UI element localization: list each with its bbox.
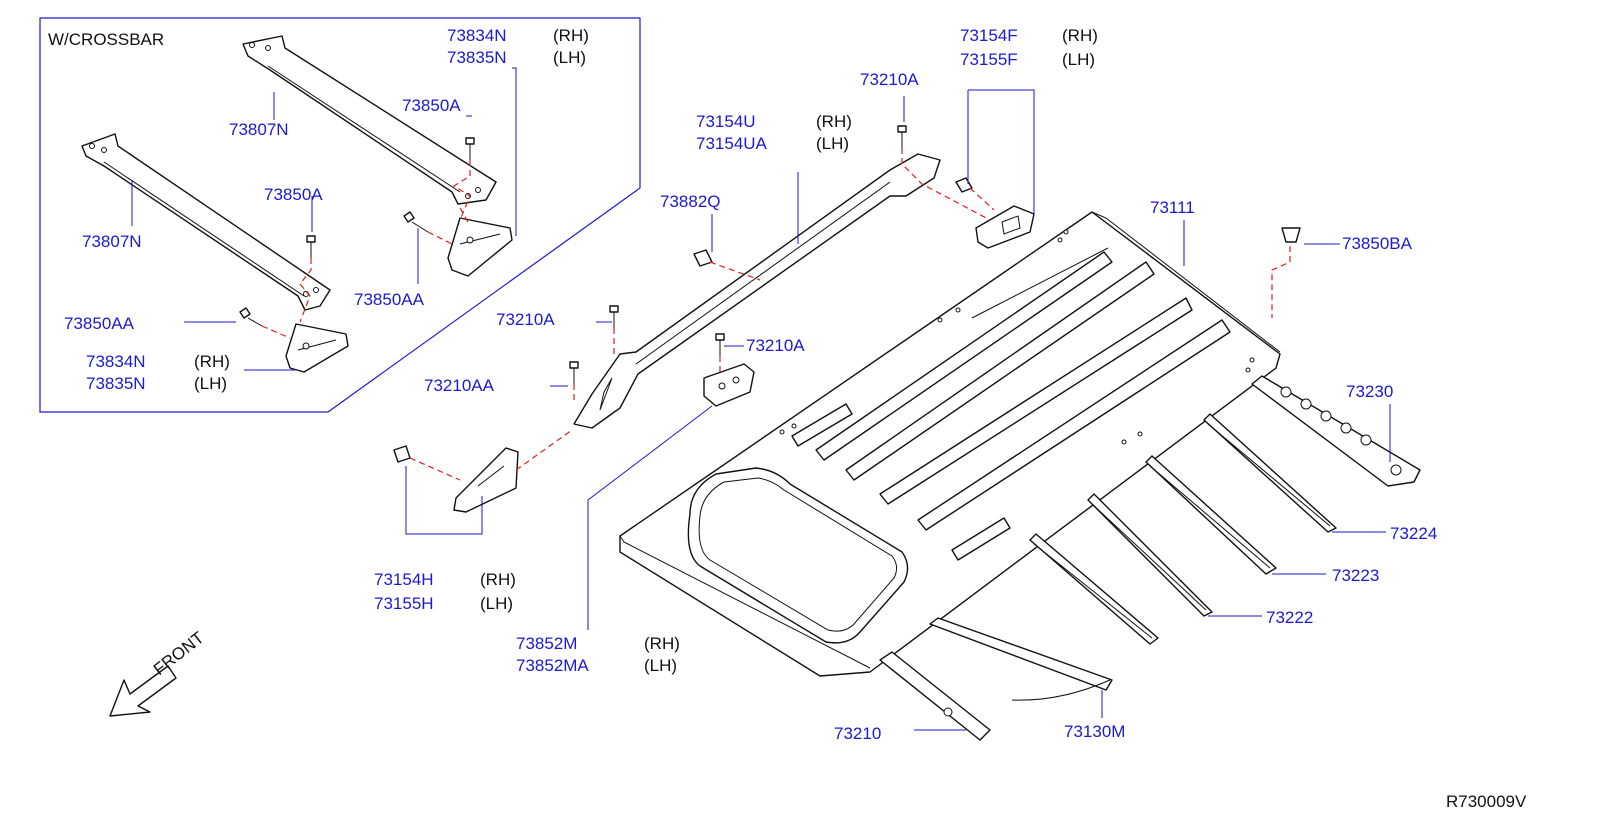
label-73834N-bottom-side: (RH) — [194, 352, 230, 371]
label-73850AA-lower: 73850AA — [64, 314, 134, 333]
label-73210: 73210 — [834, 724, 882, 743]
label-73154H: 73154H — [374, 570, 434, 589]
label-73222: 73222 — [1266, 608, 1314, 627]
label-73852MA-side: (LH) — [644, 656, 678, 675]
label-73154U-side: (RH) — [816, 112, 852, 131]
sunroof-frame-73130M — [929, 617, 1113, 701]
label-73850A-lower: 73850A — [264, 185, 323, 204]
label-73154UA-side: (LH) — [816, 134, 850, 153]
roof-bow-73223 — [1145, 455, 1277, 575]
label-73155F-side: (LH) — [1062, 50, 1096, 69]
label-73210A-top: 73210A — [860, 70, 919, 89]
roof-bow-73222 — [1087, 493, 1213, 617]
label-73130M: 73130M — [1064, 722, 1126, 741]
roof-bow-73230 — [1251, 375, 1421, 487]
label-73223: 73223 — [1332, 566, 1380, 585]
label-73155H-side: (LH) — [480, 594, 514, 613]
footer-code: R730009V — [1446, 792, 1527, 811]
label-73210A-left: 73210A — [496, 310, 555, 329]
label-73852M: 73852M — [516, 634, 578, 653]
label-73111: 73111 — [1150, 198, 1195, 217]
crossbar-inset-frame — [39, 17, 641, 413]
label-73154U: 73154U — [696, 112, 756, 131]
crossbar-upper — [242, 35, 497, 205]
roof-bow-73222b — [1029, 533, 1159, 645]
label-73882Q: 73882Q — [660, 192, 721, 211]
label-73210AA: 73210AA — [424, 376, 494, 395]
label-73834N-bottom: 73834N — [86, 352, 146, 371]
label-73835N-bottom: 73835N — [86, 374, 146, 393]
front-arrow-icon — [109, 665, 177, 717]
crossbar-lower — [81, 133, 331, 311]
label-73807N-upper: 73807N — [229, 120, 289, 139]
label-73835N-bottom-side: (LH) — [194, 374, 228, 393]
crossbar-bracket-upper — [447, 217, 513, 277]
label-73154UA: 73154UA — [696, 134, 767, 153]
label-73154F-side: (RH) — [1062, 26, 1098, 45]
label-73224: 73224 — [1390, 524, 1438, 543]
label-73154H-side: (RH) — [480, 570, 516, 589]
label-73850AA-upper: 73850AA — [354, 290, 424, 309]
roof-panel — [619, 211, 1281, 677]
rail-spacer — [703, 363, 755, 407]
roof-rail — [573, 153, 941, 429]
rail-fasteners — [393, 125, 1301, 463]
front-roof-rail-73210 — [879, 651, 991, 741]
roof-bow-73224 — [1203, 413, 1337, 533]
front-end-cover — [453, 447, 519, 513]
label-73834N-top: 73834N — [447, 26, 507, 45]
label-73850BA: 73850BA — [1342, 234, 1412, 253]
crossbar-bracket-lower — [285, 323, 349, 373]
crossbar-bolts — [239, 137, 475, 327]
rear-end-cover — [975, 205, 1035, 249]
label-73835N-top: 73835N — [447, 48, 507, 67]
label-73230: 73230 — [1346, 382, 1394, 401]
label-73155F: 73155F — [960, 50, 1018, 69]
label-73835N-top-side: (LH) — [553, 48, 587, 67]
label-73852MA: 73852MA — [516, 656, 589, 675]
inset-title: W/CROSSBAR — [48, 30, 165, 49]
label-73834N-top-side: (RH) — [553, 26, 589, 45]
label-73210A-mid: 73210A — [746, 336, 805, 355]
label-73155H: 73155H — [374, 594, 434, 613]
label-73154F: 73154F — [960, 26, 1018, 45]
label-73852M-side: (RH) — [644, 634, 680, 653]
label-73807N-lower: 73807N — [82, 232, 142, 251]
label-73850A-upper: 73850A — [402, 96, 461, 115]
